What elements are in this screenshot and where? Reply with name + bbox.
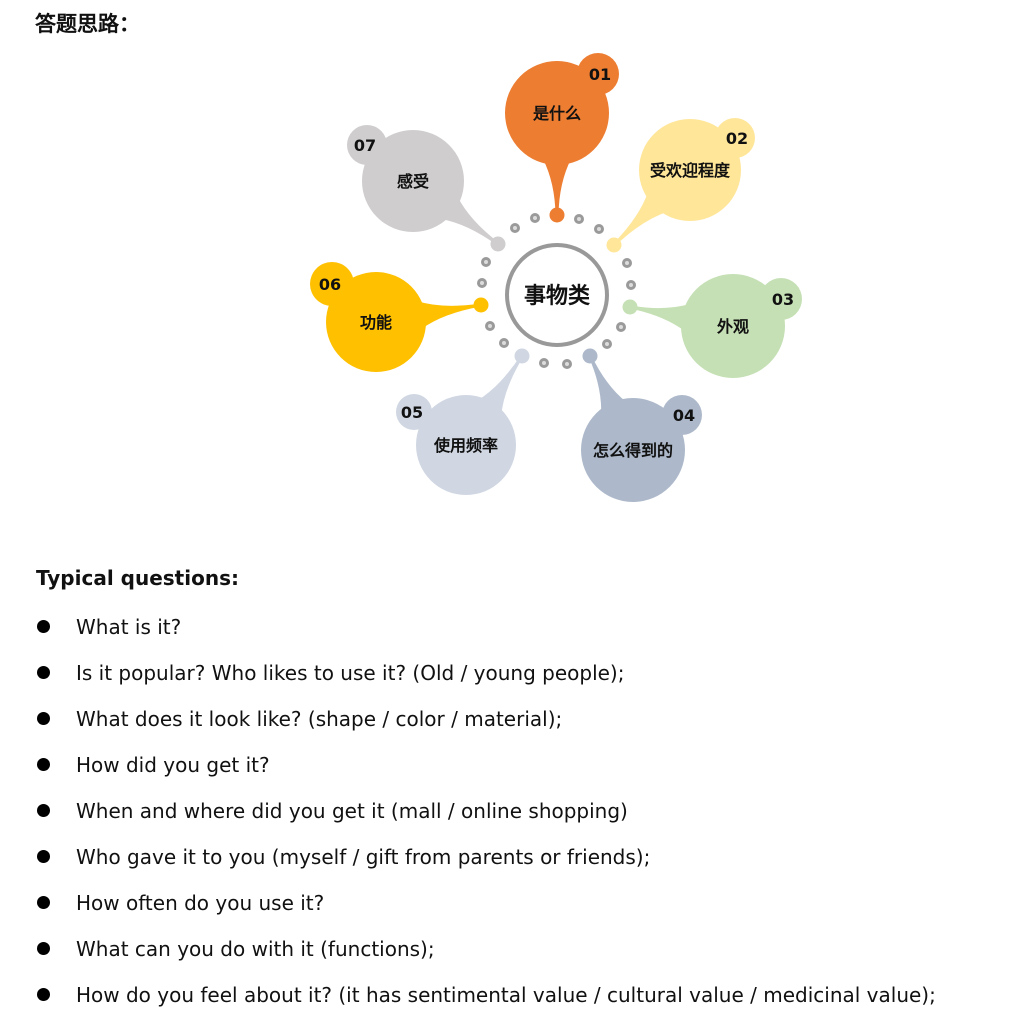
- node-label: 怎么得到的: [593, 441, 673, 460]
- ring-dot-center: [625, 261, 629, 265]
- ring-dot-center: [513, 226, 517, 230]
- bullet-icon: [37, 620, 50, 633]
- ring-dot-center: [502, 341, 506, 345]
- question-item: What does it look like? (shape / color /…: [0, 696, 936, 742]
- node-label: 感受: [397, 172, 429, 191]
- page-title: 答题思路：: [35, 12, 140, 36]
- node-label: 功能: [360, 313, 392, 332]
- node-number: 01: [589, 65, 611, 84]
- node-number: 07: [354, 136, 376, 155]
- question-item: How did you get it?: [0, 742, 936, 788]
- center-circle: [505, 243, 609, 347]
- bubble-node-05: 05 使用频率: [396, 348, 530, 495]
- ring-dot-center: [533, 216, 537, 220]
- bubble-stem: [477, 355, 524, 416]
- node-label: 受欢迎程度: [650, 161, 731, 180]
- ring-dot-center: [484, 260, 488, 264]
- bubble-stem: [629, 303, 691, 332]
- bubble-node-07: 07 感受: [347, 125, 506, 252]
- question-item: What is it?: [0, 604, 936, 650]
- ring-dot-center: [488, 324, 492, 328]
- bullet-icon: [37, 988, 50, 1001]
- bubble-circle: [681, 274, 785, 378]
- connector-dot: [582, 348, 598, 364]
- bubble-circle: [505, 61, 609, 165]
- bullet-icon: [37, 666, 50, 679]
- connector-dot: [606, 237, 622, 253]
- ring-dot-center: [619, 325, 623, 329]
- ring-dot-center: [542, 361, 546, 365]
- bubble-node-01: 01 是什么: [505, 53, 619, 223]
- node-number: 03: [772, 290, 794, 309]
- bubble-stem: [543, 159, 571, 215]
- question-item: Is it popular? Who likes to use it? (Old…: [0, 650, 936, 696]
- ring-dot-center: [577, 217, 581, 221]
- center-label: 事物类: [524, 283, 591, 309]
- question-item: How often do you use it?: [0, 880, 936, 926]
- bubble-circle: [416, 395, 516, 495]
- question-item: When and where did you get it (mall / on…: [0, 788, 936, 834]
- bullet-icon: [37, 804, 50, 817]
- bubble-circle: [639, 119, 741, 221]
- connector-dot: [549, 207, 565, 223]
- questions-heading: Typical questions:: [36, 566, 239, 590]
- bubble-stem: [417, 301, 482, 329]
- ring-dot-center: [605, 342, 609, 346]
- connector-dot: [514, 348, 530, 364]
- bubble-circle: [362, 130, 464, 232]
- bubble-circle: [326, 272, 426, 372]
- node-number: 04: [673, 406, 695, 425]
- bullet-icon: [37, 896, 50, 909]
- bubble-node-03: 03 外观: [622, 274, 802, 378]
- node-label: 是什么: [532, 104, 581, 123]
- bubble-node-02: 02 受欢迎程度: [606, 118, 755, 253]
- ring-dot-center: [629, 283, 633, 287]
- node-number: 05: [401, 403, 423, 422]
- bullet-icon: [37, 712, 50, 725]
- ring-dot-center: [597, 227, 601, 231]
- connector-dot: [473, 297, 489, 313]
- connector-dot: [490, 236, 506, 252]
- node-label: 使用频率: [433, 436, 498, 455]
- node-label: 外观: [716, 317, 749, 336]
- bullet-icon: [37, 758, 50, 771]
- connector-dot: [622, 299, 638, 315]
- questions-list: What is it? Is it popular? Who likes to …: [0, 604, 936, 1018]
- node-number: 02: [726, 129, 748, 148]
- node-number: 06: [319, 275, 341, 294]
- bubble-node-06: 06 功能: [310, 262, 489, 372]
- ring-dot-center: [480, 281, 484, 285]
- bubble-circle: [581, 398, 685, 502]
- question-item: What can you do with it (functions);: [0, 926, 936, 972]
- bullet-icon: [37, 942, 50, 955]
- ring-dot-center: [565, 362, 569, 366]
- bullet-icon: [37, 850, 50, 863]
- bubble-stem: [588, 355, 627, 414]
- question-item: Who gave it to you (myself / gift from p…: [0, 834, 936, 880]
- question-item: How do you feel about it? (it has sentim…: [0, 972, 936, 1018]
